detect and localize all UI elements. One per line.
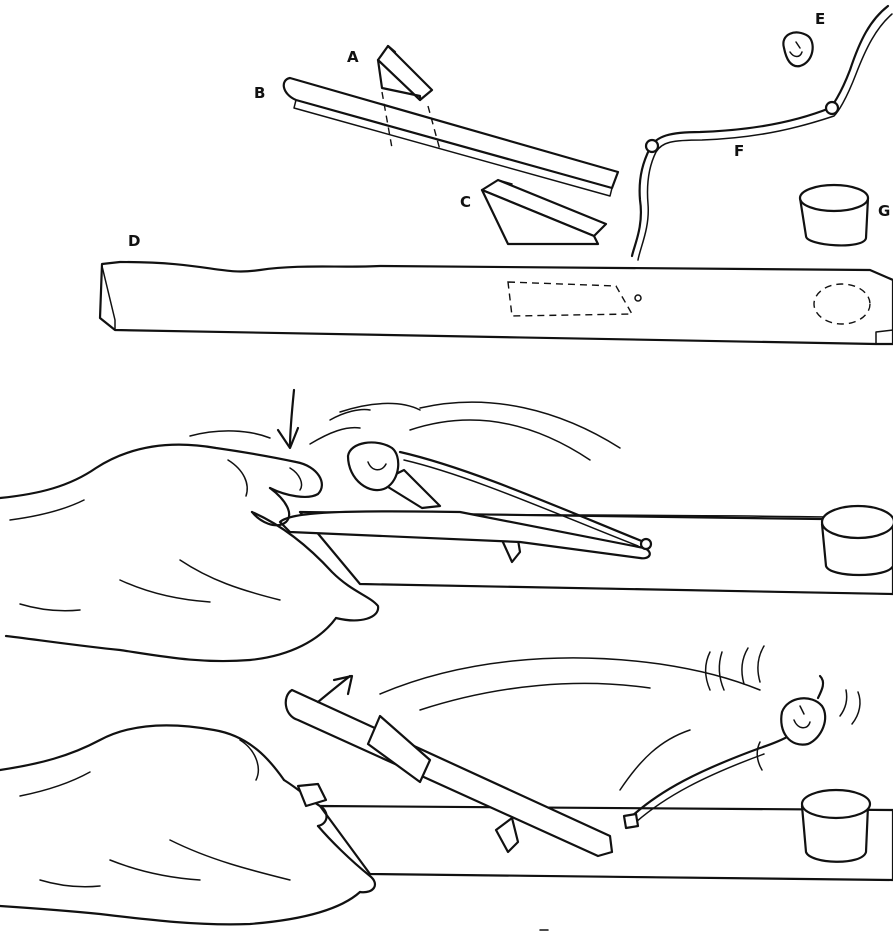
release-up-arrow (316, 674, 354, 704)
label-a: A (347, 48, 359, 66)
part-b-stick (282, 76, 620, 197)
motion-lines-loading (189, 401, 621, 461)
label-e: E (815, 10, 825, 28)
part-d-board (98, 260, 893, 346)
label-c: C (460, 193, 471, 211)
label-g: G (878, 202, 890, 220)
parts-panel: A B C D E F G (98, 4, 893, 346)
cylinder-loading (820, 504, 893, 577)
lever-stick-launch (284, 688, 614, 858)
part-f-string (630, 4, 893, 261)
string-anchor-loading (639, 537, 653, 551)
string-loading (398, 450, 646, 544)
block-on-lever-launch (366, 714, 432, 784)
launch-panel (0, 645, 893, 931)
part-a-block (376, 44, 434, 102)
motion-lines-launch (379, 645, 861, 791)
bead-loading (346, 441, 400, 492)
string-launch (628, 722, 804, 820)
label-b: B (254, 84, 265, 102)
press-down-arrow (276, 388, 300, 450)
hand-pressing (0, 443, 380, 663)
loading-panel (0, 388, 893, 663)
flying-bead (780, 697, 827, 746)
part-c-block (480, 178, 608, 246)
label-f: F (734, 142, 744, 160)
part-g-cylinder (798, 183, 870, 247)
lever-stick-loading (278, 510, 651, 560)
label-d: D (128, 232, 140, 250)
string-anchor-launch (622, 812, 640, 830)
part-e-bead (782, 31, 814, 68)
hand-releasing (0, 724, 377, 926)
cylinder-launch (800, 788, 872, 863)
fulcrum-block-launch (494, 816, 520, 854)
